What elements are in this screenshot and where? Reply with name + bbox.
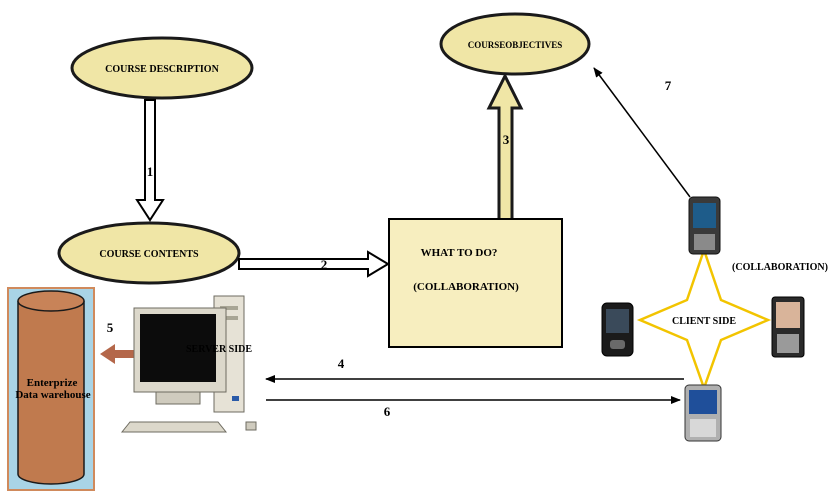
course-contents-node: COURSE CONTENTS: [57, 221, 241, 285]
server-side-label: SERVER SIDE: [186, 344, 252, 355]
what-to-do-collaboration: (COLLABORATION): [413, 281, 519, 293]
phone-bottom-icon: [684, 384, 722, 442]
step-7-arrow: 7: [593, 67, 691, 198]
warehouse-label-line1: Enterprize: [27, 377, 78, 389]
server-computer-icon: [120, 295, 257, 433]
data-warehouse: Enterprize Data warehouse: [7, 287, 95, 491]
course-objectives-label: COURSEOBJECTIVES: [468, 40, 563, 50]
step-7-number: 7: [665, 78, 672, 93]
what-to-do-box: WHAT TO DO? (COLLABORATION): [388, 218, 563, 348]
step-1-number: 1: [147, 164, 154, 179]
step-1-arrow: 1: [135, 99, 165, 222]
step-5-arrow: 5: [100, 320, 135, 364]
step-5-number: 5: [107, 320, 114, 335]
step-4-arrow: 4: [265, 356, 684, 383]
step-2-arrow: 2: [238, 250, 390, 278]
client-side-label: CLIENT SIDE: [672, 316, 736, 327]
course-description-node: COURSE DESCRIPTION: [70, 36, 254, 100]
step-3-arrow: 3: [486, 72, 524, 222]
step-6-number: 6: [384, 404, 391, 419]
step-4-number: 4: [338, 356, 345, 371]
phone-left-icon: [601, 302, 634, 357]
course-description-label: COURSE DESCRIPTION: [105, 64, 219, 75]
warehouse-label-line2: Data warehouse: [15, 389, 90, 401]
step-6-arrow: 6: [266, 396, 681, 419]
client-collaboration-label: (COLLABORATION): [732, 262, 828, 273]
phone-top-icon: [688, 196, 721, 255]
phone-right-icon: [771, 296, 805, 358]
step-2-number: 2: [321, 257, 328, 272]
course-contents-label: COURSE CONTENTS: [99, 249, 199, 260]
what-to-do-label: WHAT TO DO?: [421, 247, 498, 259]
course-objectives-node: COURSEOBJECTIVES: [439, 12, 591, 76]
step-3-number: 3: [503, 132, 510, 147]
